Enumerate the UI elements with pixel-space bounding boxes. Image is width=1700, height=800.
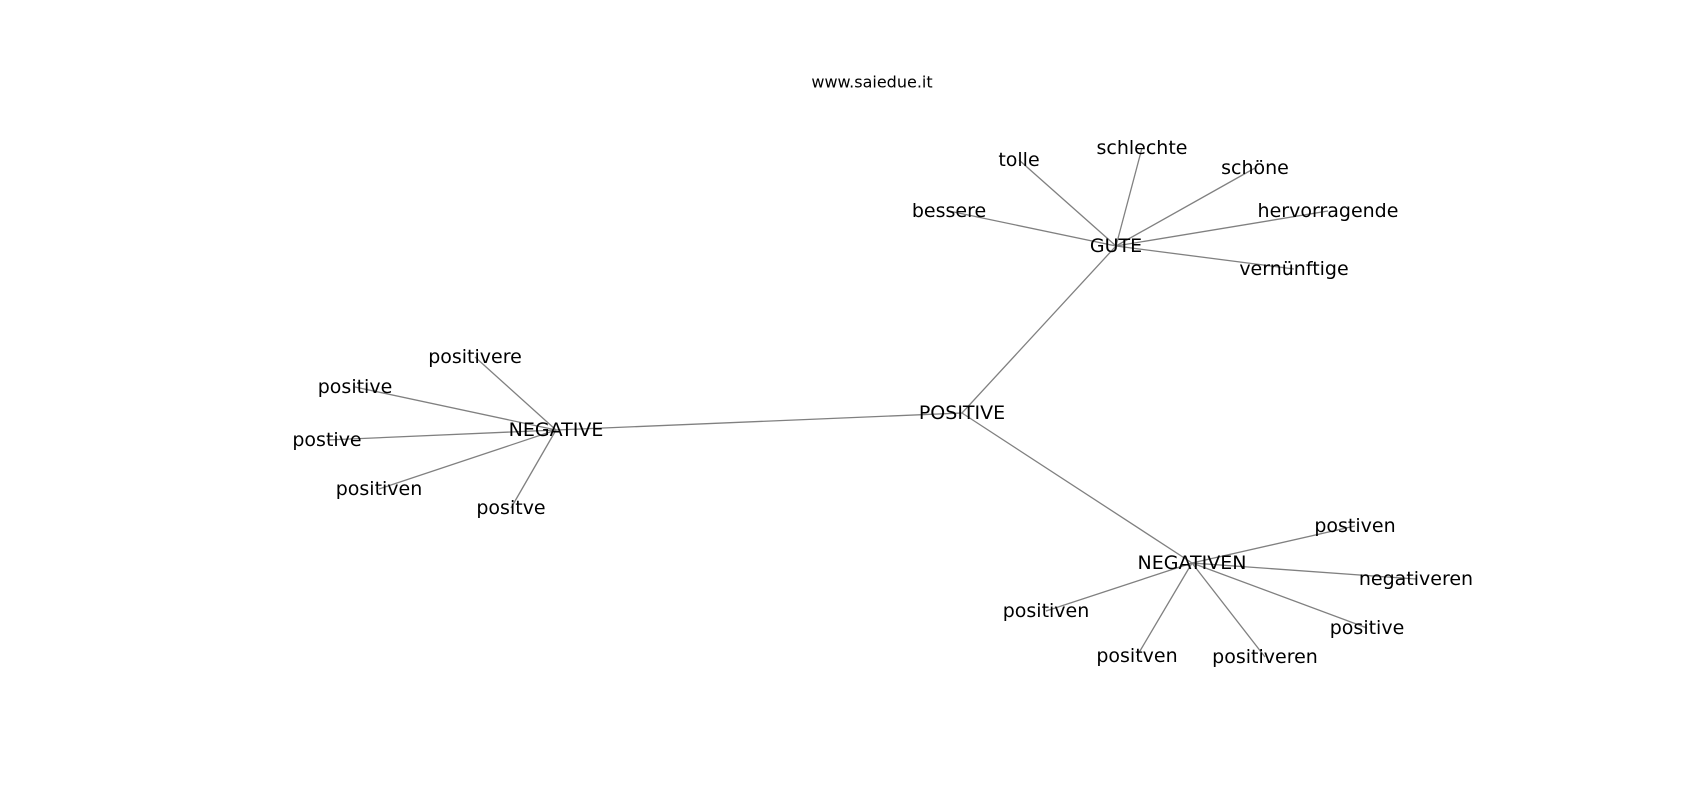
- node-tolle: tolle: [998, 149, 1039, 171]
- node-postive: postive: [292, 429, 361, 451]
- edge-gute-schlechte: [1115, 147, 1143, 247]
- node-positive_b: positive: [1330, 617, 1405, 639]
- node-schoene: schöne: [1221, 157, 1289, 179]
- edge-negativen-postiven: [1191, 525, 1356, 564]
- node-negative: NEGATIVE: [509, 419, 604, 441]
- node-negativen: NEGATIVEN: [1138, 552, 1247, 574]
- node-gute: GUTE: [1090, 235, 1142, 257]
- edge-negativen-negativeren: [1191, 562, 1417, 580]
- edge-positive_root-negative: [555, 412, 963, 431]
- edge-negative-positve: [510, 429, 557, 509]
- edge-negativen-positive_b: [1191, 562, 1368, 629]
- edge-negative-positivere: [474, 356, 557, 431]
- edge-positive_root-gute: [961, 245, 1117, 414]
- node-positiveren: positiveren: [1212, 646, 1318, 668]
- edge-negative-postive: [326, 429, 557, 441]
- node-positve: positve: [476, 497, 545, 519]
- website-label: www.saiedue.it: [811, 73, 932, 92]
- edge-gute-vernuenftige: [1115, 245, 1295, 270]
- nodes-layer: POSITIVE GUTE NEGATIVE NEGATIVEN tolle schlec…: [292, 137, 1473, 668]
- node-positivere: positivere: [428, 346, 522, 368]
- edge-negativen-positiveren: [1191, 562, 1266, 658]
- edge-gute-schoene: [1115, 167, 1256, 247]
- edge-positive_root-negativen: [961, 412, 1193, 564]
- node-hervorragende: hervorragende: [1258, 200, 1399, 222]
- edge-gute-tolle: [1018, 159, 1117, 247]
- node-schlechte: schlechte: [1097, 137, 1188, 159]
- node-negativeren: negativeren: [1359, 568, 1473, 590]
- node-positive_root: POSITIVE: [919, 402, 1005, 424]
- node-bessere: bessere: [912, 200, 986, 222]
- edge-gute-hervorragende: [1115, 210, 1329, 247]
- node-positiven_b: positiven: [1003, 600, 1090, 622]
- node-positven: positven: [1096, 645, 1177, 667]
- edge-negativen-positven: [1136, 562, 1193, 657]
- edge-negativen-positiven_b: [1045, 562, 1193, 612]
- node-positive_a: positive: [318, 376, 393, 398]
- edges-layer: [326, 147, 1417, 658]
- node-vernuenftige: vernünftige: [1239, 258, 1348, 280]
- edge-negative-positiven_a: [378, 429, 557, 490]
- edge-negative-positive_a: [354, 386, 557, 431]
- node-postiven: postiven: [1314, 515, 1395, 537]
- node-positiven_a: positiven: [336, 478, 423, 500]
- edge-gute-bessere: [948, 210, 1117, 247]
